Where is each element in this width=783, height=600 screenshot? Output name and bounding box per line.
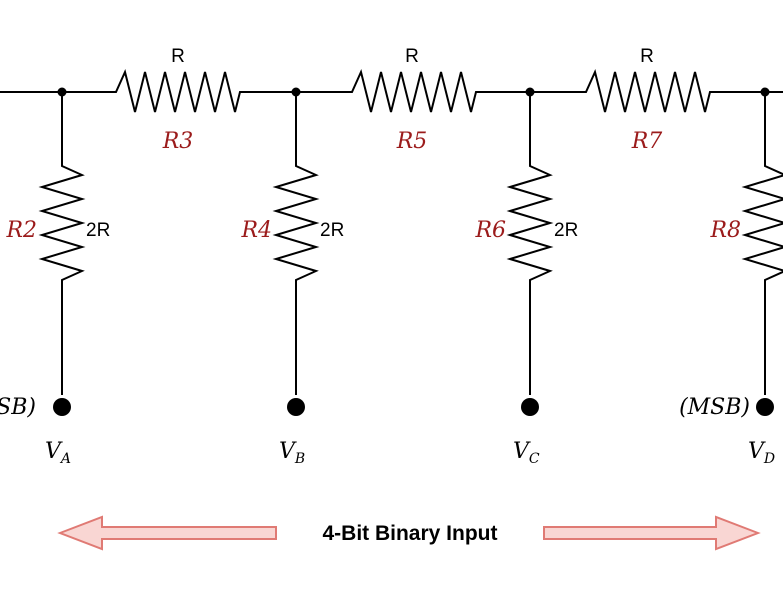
junction-dot-a: [57, 87, 67, 97]
r2-ref-label: R2: [5, 218, 37, 243]
input-label-vd: VD: [748, 439, 775, 467]
r3-value-label: R: [171, 46, 185, 67]
junction-dot-c: [525, 87, 535, 97]
r5-ref-label: R5: [396, 129, 428, 154]
r5-value-label: R: [405, 46, 419, 67]
r4-ref-label: R4: [240, 218, 272, 243]
right-arrow: [543, 515, 761, 551]
input-terminal-b: [287, 398, 305, 416]
shunt-resistor-r8: [741, 92, 783, 395]
msb-tag: (MSB): [679, 395, 750, 420]
lsb-tag: SB): [0, 395, 36, 420]
r3-ref-label: R3: [162, 129, 194, 154]
r7-value-label: R: [640, 46, 654, 67]
shunt-resistor-r4: [272, 92, 320, 395]
input-terminal-d: [756, 398, 774, 416]
junction-dot-b: [291, 87, 301, 97]
r6-value-label: 2R: [554, 220, 578, 241]
top-rail-wire: [0, 68, 783, 113]
r4-value-label: 2R: [320, 220, 344, 241]
input-label-vb: VB: [279, 439, 305, 467]
r8-ref-label: R8: [709, 218, 741, 243]
input-terminal-a: [53, 398, 71, 416]
input-label-vc: VC: [513, 439, 540, 467]
left-arrow: [57, 515, 277, 551]
caption-4-bit-binary-input: 4-Bit Binary Input: [322, 522, 497, 545]
junction-dot-d: [760, 87, 770, 97]
shunt-resistor-r2: [38, 92, 86, 395]
shunt-resistor-r6: [506, 92, 554, 395]
r7-ref-label: R7: [631, 129, 663, 154]
input-terminal-c: [521, 398, 539, 416]
r2-value-label: 2R: [86, 220, 110, 241]
input-label-va: VA: [45, 439, 71, 467]
r6-ref-label: R6: [474, 218, 506, 243]
